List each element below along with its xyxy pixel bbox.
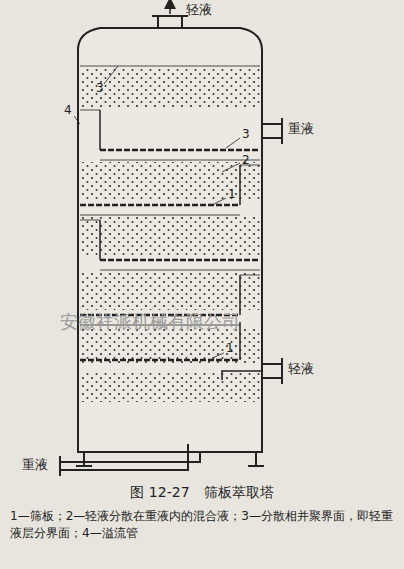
weir — [80, 220, 100, 221]
droplets — [80, 327, 260, 365]
callout-number: 3 — [96, 82, 104, 96]
overflow-pipe — [99, 110, 101, 150]
weir — [240, 275, 260, 276]
legend-note: 1—筛板；2—轻液分散在重液内的混合液；3—分散相并聚界面，即轻重液层分界面；4… — [10, 508, 394, 543]
droplets — [80, 68, 260, 108]
interface — [80, 215, 240, 216]
stream-label: 轻液 — [186, 3, 212, 18]
overflow-pipe — [99, 220, 101, 260]
weir — [80, 110, 100, 111]
callout-number: 3 — [242, 128, 250, 142]
sieve-plate — [80, 359, 240, 362]
callout-number: 1 — [226, 342, 234, 356]
stream-label: 轻液 — [288, 362, 314, 377]
callout-number: 2 — [242, 154, 250, 168]
droplets — [80, 272, 260, 310]
overflow-pipe — [239, 275, 241, 315]
interface — [80, 66, 260, 67]
stream-label: 重液 — [288, 122, 314, 137]
overflow-pipe — [239, 165, 241, 205]
callout-number: 4 — [64, 104, 72, 118]
interface — [100, 270, 260, 271]
figure-caption: 图 12-27 筛板萃取塔 — [0, 484, 404, 500]
sieve-plate — [80, 204, 240, 207]
watermark: 安徽祥派机械有限公司 — [60, 312, 240, 333]
sieve-plate — [100, 259, 260, 262]
callout-number: 1 — [228, 188, 236, 202]
droplets — [80, 372, 260, 402]
sieve-plate — [100, 149, 260, 152]
interface — [100, 160, 260, 161]
stream-label: 重液 — [22, 458, 48, 473]
droplets — [80, 217, 260, 255]
